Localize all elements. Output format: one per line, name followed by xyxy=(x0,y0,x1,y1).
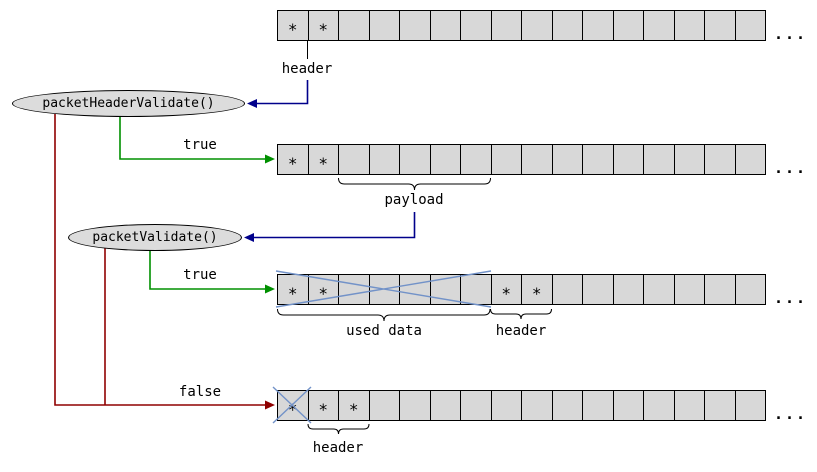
buffer-cell xyxy=(613,11,644,40)
brace-header-row4 xyxy=(307,423,370,435)
buffer-cell: * xyxy=(522,275,553,304)
label-used-data: used data xyxy=(346,323,422,339)
buffer-cell xyxy=(583,11,614,40)
label-payload: payload xyxy=(384,192,444,208)
buffer-cell xyxy=(735,391,765,420)
buffer-cell xyxy=(674,145,705,174)
node-packet-validate: packetValidate() xyxy=(68,224,242,251)
arrow-false xyxy=(54,114,265,406)
buffer-cell: * xyxy=(308,145,339,174)
buffer-cell xyxy=(644,145,675,174)
buffer-cell xyxy=(552,11,583,40)
buffer-cell xyxy=(369,145,400,174)
label-header-row4: header xyxy=(312,440,364,456)
buffer-cell: * xyxy=(491,275,522,304)
buffer-cell xyxy=(339,11,370,40)
buffer-cell: * xyxy=(308,391,339,420)
buffer-cell xyxy=(552,391,583,420)
arrowhead-red xyxy=(265,400,275,410)
buffer-cell xyxy=(369,275,400,304)
arrow-payload-to-packet-validate xyxy=(254,212,416,239)
buffer-cell xyxy=(491,145,522,174)
buffer-cell xyxy=(583,391,614,420)
buffer-cell xyxy=(491,391,522,420)
buffer-cell xyxy=(705,11,736,40)
buffer-cell xyxy=(735,11,765,40)
buffer-cell xyxy=(430,391,461,420)
buffer-cell xyxy=(644,391,675,420)
buffer-cell xyxy=(339,275,370,304)
arrow-header-to-packet-header-validate xyxy=(257,80,309,105)
buffer-cell xyxy=(369,391,400,420)
buffer-cell xyxy=(613,145,644,174)
buffer-cell xyxy=(644,11,675,40)
buffer-cell xyxy=(522,391,553,420)
buffer-cell xyxy=(674,11,705,40)
buffer-cell xyxy=(583,275,614,304)
brace-used-data xyxy=(277,308,491,322)
buffer-row-3: **** xyxy=(277,274,766,305)
buffer-cell xyxy=(674,275,705,304)
buffer-cell: * xyxy=(308,275,339,304)
ellipsis-row-1: ... xyxy=(774,25,808,43)
label-header-row3: header xyxy=(495,323,547,339)
buffer-cell xyxy=(552,275,583,304)
buffer-cell xyxy=(400,11,431,40)
buffer-row-2: ** xyxy=(277,144,766,175)
buffer-cell xyxy=(674,391,705,420)
buffer-cell xyxy=(705,391,736,420)
arrowhead-green-2 xyxy=(265,284,275,294)
buffer-cell xyxy=(705,145,736,174)
arrowhead-navy-2 xyxy=(244,233,254,242)
arrowhead-green-1 xyxy=(265,154,275,164)
buffer-row-4: *** xyxy=(277,390,766,421)
buffer-cell: * xyxy=(278,391,309,420)
buffer-cell: * xyxy=(278,145,309,174)
buffer-cell: * xyxy=(339,391,370,420)
buffer-cell xyxy=(583,145,614,174)
buffer-cell xyxy=(461,145,492,174)
buffer-cell xyxy=(339,145,370,174)
buffer-cell xyxy=(491,11,522,40)
buffer-cell xyxy=(369,11,400,40)
buffer-cell xyxy=(613,275,644,304)
ellipsis-row-3: ... xyxy=(774,289,808,307)
buffer-cell xyxy=(400,275,431,304)
buffer-cell xyxy=(461,11,492,40)
buffer-cell xyxy=(430,145,461,174)
ellipsis-row-4: ... xyxy=(774,405,808,423)
buffer-cell xyxy=(461,275,492,304)
buffer-cell xyxy=(400,391,431,420)
label-header-row1: header xyxy=(281,61,333,77)
buffer-cell xyxy=(705,275,736,304)
buffer-cell xyxy=(613,391,644,420)
buffer-cell xyxy=(522,145,553,174)
buffer-cell xyxy=(644,275,675,304)
buffer-cell xyxy=(430,11,461,40)
label-false: false xyxy=(178,384,222,400)
brace-header-row3 xyxy=(490,308,552,320)
buffer-cell xyxy=(400,145,431,174)
buffer-cell xyxy=(735,145,765,174)
buffer-row-1: ** xyxy=(277,10,766,41)
buffer-cell xyxy=(552,145,583,174)
arrowhead-navy-1 xyxy=(247,99,257,108)
ellipsis-row-2: ... xyxy=(774,159,808,177)
buffer-cell: * xyxy=(278,275,309,304)
buffer-cell xyxy=(735,275,765,304)
node-packet-header-validate: packetHeaderValidate() xyxy=(12,90,245,117)
brace-payload xyxy=(338,177,491,191)
buffer-cell: * xyxy=(278,11,309,40)
label-true-1: true xyxy=(183,137,217,153)
buffer-cell xyxy=(461,391,492,420)
buffer-cell: * xyxy=(308,11,339,40)
buffer-cell xyxy=(522,11,553,40)
buffer-cell xyxy=(430,275,461,304)
label-true-2: true xyxy=(183,267,217,283)
